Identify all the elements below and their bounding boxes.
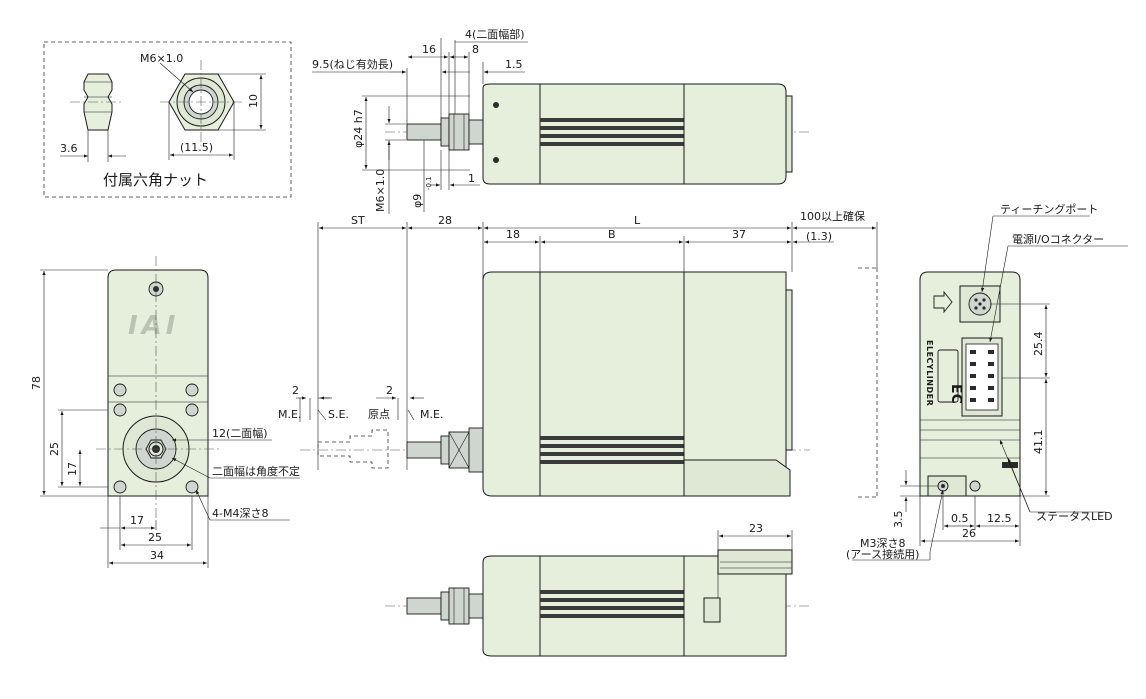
nut-detail-frame [43, 41, 292, 198]
rear-dim-26: 26 [962, 527, 976, 540]
teaching-port-label: ティーチングポート [1000, 202, 1098, 216]
status-led [1002, 462, 1018, 468]
top-rod-nut [448, 113, 470, 151]
dim-18: 18 [506, 228, 520, 241]
side-front-cap [482, 271, 541, 497]
rear-dim-25-4: 25.4 [1032, 332, 1045, 357]
front-view: IAI 78 25 17 12(二面幅) 二面幅は角度不定 [30, 256, 300, 568]
front-dim-25v: 25 [48, 442, 61, 456]
top-dim-9-5: 9.5(ねじ有効長) [312, 57, 393, 71]
top-dim-4: 4(二面幅部) [465, 27, 525, 41]
top-front-cap [482, 83, 541, 185]
side-view: 2 M.E. S.E. 2 原点 M.E. [278, 271, 810, 497]
front-across-flats-label: 12(二面幅) [212, 427, 268, 440]
top-rear-cap [683, 83, 787, 185]
nut-thread-label: M6×1.0 [140, 52, 183, 65]
side-me-label-1: M.E. [278, 408, 301, 421]
top-dim-phi9: φ9 [411, 194, 424, 208]
power-io-label: 電源I/Oコネクター [1012, 232, 1104, 246]
side-me-label-2: M.E. [420, 408, 443, 421]
front-dim-25h: 25 [148, 531, 162, 544]
front-dim-17v: 17 [66, 462, 79, 476]
top-dim-phi9-tol: -0.1 [425, 176, 433, 190]
front-dim-34: 34 [150, 549, 164, 562]
nut-width-label: (11.5) [180, 141, 213, 154]
rear-dim-41-1: 41.1 [1032, 430, 1045, 455]
nut-caption: 付属六角ナット [103, 171, 208, 189]
front-dim-17h: 17 [130, 514, 144, 527]
side-dim-2b: 2 [386, 384, 393, 397]
ec-logo-mark: EC [948, 384, 964, 404]
bottom-dim-23: 23 [749, 522, 763, 535]
top-rod [406, 123, 442, 141]
front-dim-78: 78 [30, 376, 43, 390]
ec-logo: EC [937, 349, 964, 404]
arrow-icon [933, 290, 953, 314]
dim-length: L [634, 214, 641, 227]
top-dim-16: 16 [422, 43, 436, 56]
front-logo: IAI [128, 311, 179, 341]
front-angle-note: 二面幅は角度不定 [212, 464, 300, 478]
bottom-rod [406, 597, 442, 615]
earth-tap-label: M3深さ8 [860, 537, 906, 550]
nut-front-view: M6×1.0 10 (11.5) [140, 52, 266, 160]
bottom-view: 23 [385, 522, 810, 657]
top-dim-1: 1 [468, 172, 475, 185]
dim-1-3: (1.3) [806, 230, 832, 243]
rear-view: EC ELECYLINDER ティーチングポート 電源I/Oコネクター [846, 202, 1128, 561]
side-origin-label: 原点 [368, 408, 390, 421]
dim-B: B [608, 228, 616, 241]
side-se-label: S.E. [328, 408, 349, 421]
top-view: 16 8 4(二面幅部) 9.5(ねじ有効長) 1.5 φ24 h7 M6×1.… [312, 27, 810, 214]
connector-pins [970, 350, 994, 402]
nut-side-view: 3.6 [60, 73, 126, 162]
nut-thickness-label: 3.6 [60, 142, 78, 155]
top-dim-m6: M6×1.0 [374, 169, 387, 212]
dim-stroke: ST [351, 214, 365, 227]
dim-28: 28 [438, 214, 452, 227]
side-rod [406, 441, 442, 459]
rear-dim-12-5: 12.5 [987, 512, 1012, 525]
rear-brand: ELECYLINDER [925, 340, 934, 406]
rear-dim-3-5: 3.5 [892, 511, 905, 529]
rear-dim-0-5: 0.5 [951, 512, 969, 525]
bottom-front-cap [482, 555, 541, 657]
top-dim-1-5: 1.5 [505, 58, 523, 71]
side-dim-2a: 2 [292, 384, 299, 397]
nut-detail: 3.6 M6×1.0 10 (11.5) 付属六角ナット [43, 41, 292, 198]
nut-height-label: 10 [247, 94, 260, 108]
front-tap-hole-label: 4-M4深さ8 [212, 507, 268, 520]
top-dim-8: 8 [472, 43, 479, 56]
dim-37: 37 [732, 228, 746, 241]
earth-purpose-label: (アース接続用) [846, 547, 919, 561]
top-dim-phi24: φ24 h7 [352, 109, 365, 148]
dim-clearance: 100以上確保 [800, 209, 865, 223]
status-led-label: ステータスLED [1036, 510, 1113, 523]
